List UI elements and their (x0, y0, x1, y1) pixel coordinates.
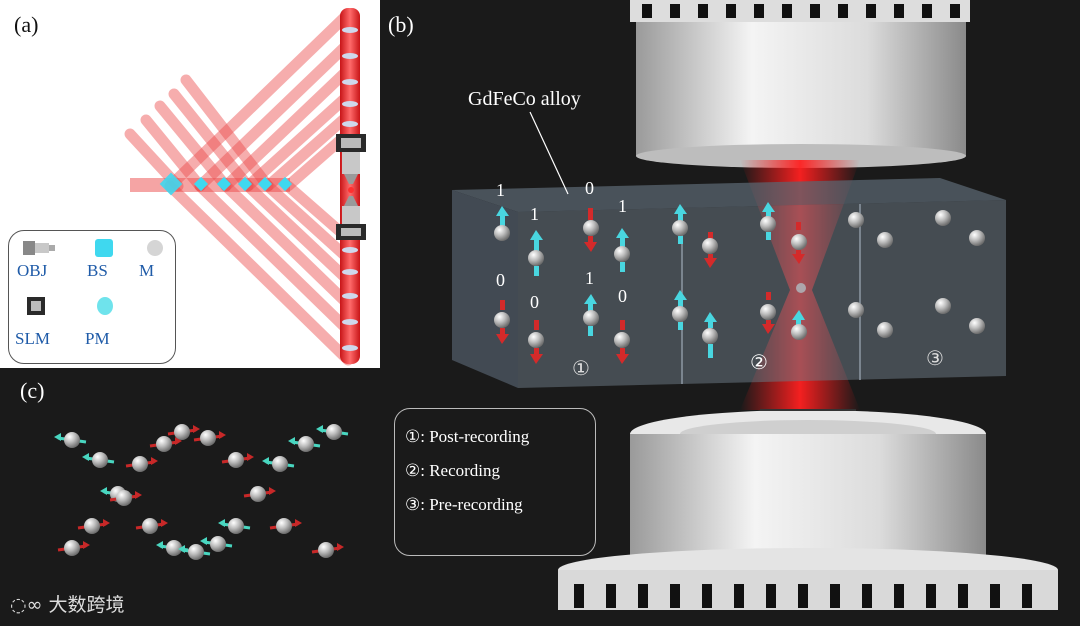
panel-b: (b) GdFeCo alloy 1 1 0 1 0 0 1 0 ① ② ③ ①… (380, 0, 1080, 626)
in-plane-spins (54, 424, 349, 560)
panel-c-label: (c) (20, 378, 45, 403)
material-callout: GdFeCo alloy (468, 88, 581, 110)
bit-label: 1 (618, 196, 627, 216)
in-plane-spin (77, 518, 110, 534)
panel-b-label: (b) (388, 12, 414, 37)
optical-setup-diagram (124, 8, 366, 366)
bit-label: 0 (585, 178, 594, 198)
slm-icon (27, 297, 45, 315)
callout-line (529, 111, 569, 195)
region-legend: ①: Post-recording ②: Recording ③: Pre-re… (394, 408, 596, 556)
in-plane-spin (311, 542, 344, 558)
panel-a: (a) OBJ BS M SLM PM (0, 0, 380, 368)
watermark-logo-icon: ◌∞ (10, 594, 43, 616)
in-plane-spin (167, 424, 200, 440)
in-plane-spin (149, 436, 182, 452)
bit-label: 0 (530, 292, 539, 312)
spin-down (494, 300, 510, 344)
mirror-array (342, 27, 358, 351)
in-plane-spin (57, 540, 90, 556)
recording-scene (452, 0, 1058, 610)
in-plane-spin (269, 518, 302, 534)
spin-texture-diagram (54, 424, 349, 560)
spin-up (760, 202, 776, 240)
in-plane-spin (288, 436, 321, 452)
spin-down (583, 208, 599, 252)
phase-mask-icon (97, 297, 113, 315)
legend-label-bs: BS (87, 261, 108, 280)
beam-bundle-lower (164, 180, 358, 366)
spin-array (494, 202, 985, 364)
in-plane-spin (221, 452, 254, 468)
in-plane-spin (200, 536, 233, 552)
component-legend: OBJ BS M SLM PM (8, 230, 176, 364)
legend-icons (23, 239, 163, 315)
spin-down (791, 222, 807, 264)
spin-up (672, 204, 688, 244)
in-plane-spin (54, 432, 87, 448)
spin-up (672, 290, 688, 330)
in-plane-spin (125, 456, 158, 472)
top-objective-cylinder (630, 0, 970, 168)
spin-up (791, 310, 807, 340)
spin-down (760, 292, 776, 334)
legend-label-slm: SLM (15, 329, 50, 348)
in-plane-spin (262, 456, 295, 472)
legend-pre-recording: ③: Pre-recording (405, 495, 523, 514)
panel-c: (c) (0, 368, 380, 626)
spin-up (702, 312, 718, 358)
bit-label: 1 (585, 268, 594, 288)
legend-label-m: M (139, 261, 155, 280)
vertical-beam (340, 8, 360, 364)
spin-down (614, 320, 630, 364)
in-plane-spin (156, 540, 189, 556)
in-plane-spin (82, 452, 115, 468)
region-marker-recording: ② (750, 352, 768, 374)
spin-up (494, 206, 510, 241)
legend-label-obj: OBJ (17, 261, 48, 280)
objective-stack (336, 134, 366, 240)
legend-post-recording: ①: Post-recording (405, 427, 530, 446)
bit-label: 1 (496, 180, 505, 200)
in-plane-spin (193, 430, 226, 446)
spin-up (528, 230, 544, 276)
spin-down (528, 320, 544, 364)
beam-splitter-icon (95, 239, 113, 257)
bit-label: 0 (496, 270, 505, 290)
in-plane-spin (243, 486, 276, 502)
region-marker-post: ① (572, 358, 590, 380)
objective-icon (23, 241, 55, 255)
spin-down (702, 232, 718, 268)
in-plane-spin (218, 518, 251, 534)
in-plane-spin (135, 518, 168, 534)
watermark-text: 大数跨境 (48, 594, 125, 616)
in-plane-spin (109, 490, 142, 506)
legend-recording: ②: Recording (405, 461, 501, 480)
watermark: ◌∞ 大数跨境 (10, 590, 124, 617)
beam-bundle-upper (124, 8, 358, 192)
unmagnetized-atoms (848, 210, 985, 338)
bit-label: 1 (530, 204, 539, 224)
bit-label: 0 (618, 286, 627, 306)
legend-label-pm: PM (85, 329, 110, 348)
mirror-icon (147, 240, 163, 256)
in-plane-spin (316, 424, 349, 440)
region-marker-pre: ③ (926, 348, 944, 370)
in-plane-spin (178, 544, 211, 560)
panel-a-label: (a) (14, 12, 39, 37)
spin-up (614, 228, 630, 272)
bottom-objective-cylinder (558, 409, 1058, 610)
spin-up (583, 294, 599, 336)
